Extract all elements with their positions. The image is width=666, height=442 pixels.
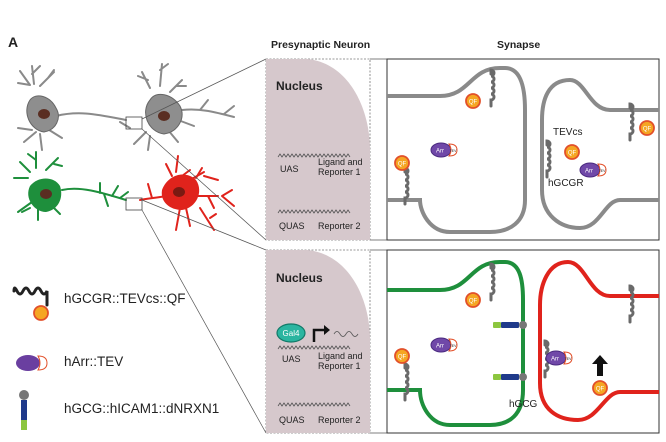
transcription-arrow xyxy=(312,328,326,342)
red-neuron-arbor xyxy=(139,155,235,231)
bottom-arrestin-2-icon xyxy=(545,350,573,366)
top-receptor-1-icon xyxy=(489,68,496,108)
grey-neuron-pair xyxy=(17,63,235,151)
grey-synapse-box xyxy=(125,116,143,130)
legend-receptor-icon xyxy=(12,286,49,307)
qf-label-2: QF xyxy=(398,162,407,168)
top-receptor-2-icon xyxy=(403,166,410,206)
legend-arrestin-label: hArr::TEV xyxy=(64,354,124,369)
bottom-dna-1 xyxy=(277,345,351,350)
color-synapse-box xyxy=(125,197,143,211)
legend-arrestin-icon xyxy=(16,355,48,371)
ligand-2-icon xyxy=(493,373,527,381)
top-uas-label: UAS xyxy=(280,164,299,174)
top-arrestin-1-icon xyxy=(430,142,458,158)
grey-postsyn-membrane xyxy=(540,77,659,231)
bottom-quas-label: QUAS xyxy=(279,415,305,425)
bottom-ligand-line2: Reporter 1 xyxy=(318,361,361,371)
ligand-1-icon xyxy=(493,321,527,329)
top-ligand-line1: Ligand and xyxy=(318,157,363,167)
bottom-nucleus-title: Nucleus xyxy=(276,271,323,285)
zoom-lines xyxy=(141,58,387,434)
top-nucleus-title: Nucleus xyxy=(276,79,323,93)
top-ligand-line2: Reporter 1 xyxy=(318,167,361,177)
green-neuron-arbor xyxy=(13,151,129,221)
release-arrow-icon xyxy=(592,355,608,376)
bottom-ligand-line1: Ligand and xyxy=(318,351,363,361)
hgcg-label: hGCG xyxy=(509,399,538,410)
bottom-receptor-3-icon xyxy=(628,284,635,324)
green-neuron-nucleus xyxy=(40,189,52,199)
transcription-arrowhead xyxy=(324,325,330,335)
grey-presyn-membrane xyxy=(387,66,527,234)
top-dna-1 xyxy=(277,153,351,158)
top-arrestin-2-icon xyxy=(579,162,607,178)
gal4-label: Gal4 xyxy=(283,329,300,338)
top-dna-2 xyxy=(277,209,351,214)
bottom-receptor-2-icon xyxy=(403,362,410,402)
legend-qf-icon xyxy=(33,305,49,321)
green-presyn-membrane xyxy=(387,260,525,427)
top-quas-label: QUAS xyxy=(279,221,305,231)
panel-label: A xyxy=(8,34,18,50)
top-reporter2-label: Reporter 2 xyxy=(318,221,361,231)
legend-receptor-label: hGCGR::TEVcs::QF xyxy=(64,291,186,306)
legend-icons xyxy=(12,286,49,430)
bottom-reporter2-label: Reporter 2 xyxy=(318,415,361,425)
tevcs-label: TEVcs xyxy=(553,127,582,138)
bottom-uas-label: UAS xyxy=(282,354,301,364)
bottom-nucleus-shape xyxy=(266,250,370,433)
mrna-squiggle xyxy=(333,331,359,337)
bottom-arrestin-1-icon xyxy=(430,337,458,353)
hgcgr-label: hGCGR xyxy=(548,178,584,189)
top-nucleus-shape xyxy=(266,59,370,240)
legend-ligand-icon xyxy=(19,390,29,430)
bottom-receptor-1-icon xyxy=(489,262,496,302)
grey-neuron-nucleus-1 xyxy=(38,109,50,119)
qf-label-3: QF xyxy=(568,151,577,157)
qf-label-4: QF xyxy=(643,127,652,133)
top-receptor-4-icon xyxy=(628,102,635,142)
qf-label-6: QF xyxy=(398,355,407,361)
qf-label-5: QF xyxy=(469,299,478,305)
gal4-oval xyxy=(276,323,306,343)
qf-label-7: QF xyxy=(596,387,605,393)
grey-neuron-nucleus-2 xyxy=(158,111,170,121)
red-neuron-nucleus xyxy=(173,187,185,197)
qf-label-1: QF xyxy=(469,100,478,106)
presynaptic-header: Presynaptic Neuron xyxy=(271,39,370,51)
top-receptor-3-icon xyxy=(545,139,552,179)
synapse-header: Synapse xyxy=(497,39,540,51)
legend-ligand-label: hGCG::hICAM1::dNRXN1 xyxy=(64,401,220,416)
red-postsyn-membrane xyxy=(538,259,659,423)
bottom-dna-2 xyxy=(277,402,351,407)
